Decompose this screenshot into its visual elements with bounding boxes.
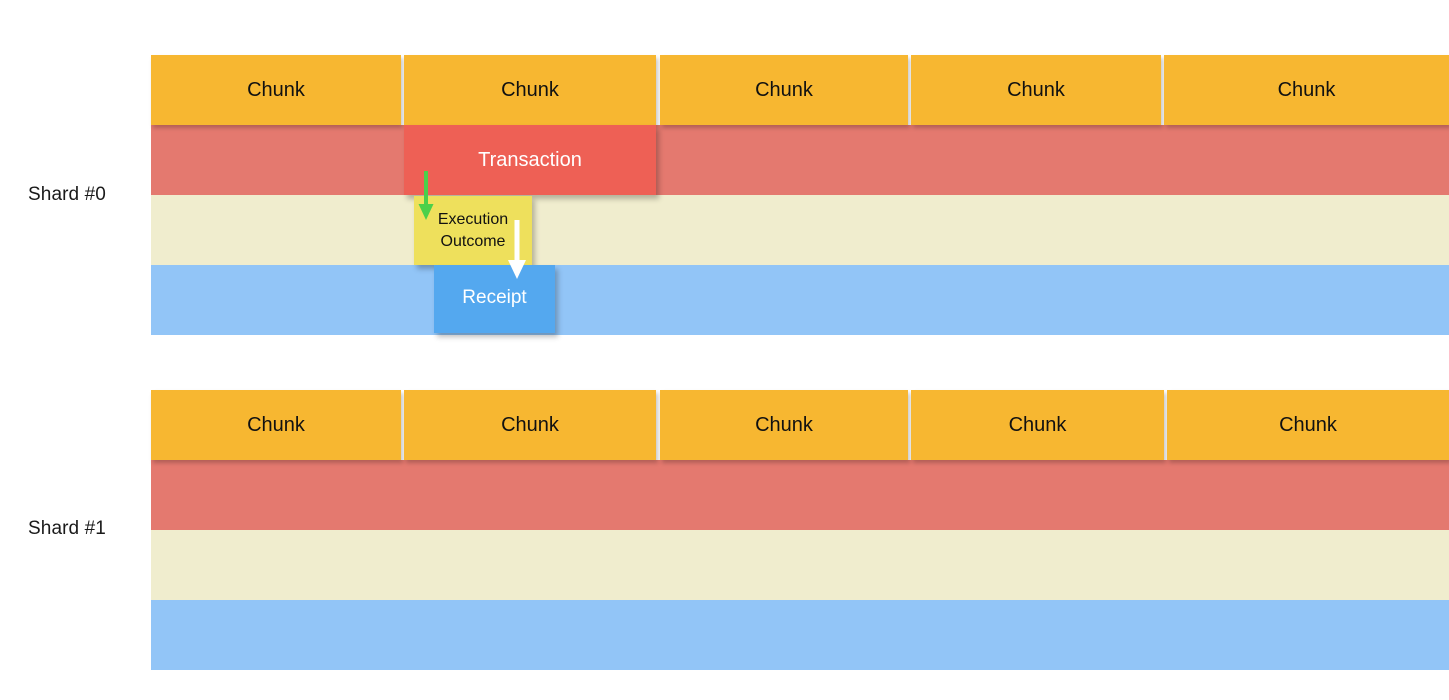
execution-outcome-label: Execution Outcome: [438, 209, 508, 252]
chunk-label: Chunk: [501, 79, 559, 101]
chunk-shard1-3[interactable]: Chunk: [660, 390, 908, 460]
chunk-shard1-2[interactable]: Chunk: [404, 390, 656, 460]
chunk-shard1-1[interactable]: Chunk: [151, 390, 401, 460]
execution-outcome-line1: Execution: [437, 211, 509, 228]
band-receipts-shard1: [151, 600, 1449, 670]
execution-outcome-box[interactable]: Execution Outcome: [414, 196, 532, 265]
chunk-shard0-4[interactable]: Chunk: [911, 55, 1161, 125]
chunk-label: Chunk: [755, 414, 813, 436]
chunk-row-shard1: Chunk Chunk Chunk Chunk Chunk: [151, 390, 1449, 460]
execution-outcome-line2: Outcome: [440, 232, 506, 250]
band-receipts-shard0: [151, 265, 1449, 335]
chunk-label: Chunk: [247, 414, 305, 436]
shard-label-0: Shard #0: [28, 184, 106, 205]
shard-label-1: Shard #1: [28, 518, 106, 539]
band-transactions-shard1: [151, 460, 1449, 530]
band-execution-outcomes-shard1: [151, 530, 1449, 600]
chunk-label: Chunk: [1277, 79, 1336, 101]
chunk-label: Chunk: [501, 414, 559, 436]
chunk-shard0-5[interactable]: Chunk: [1164, 55, 1449, 125]
chunk-shard0-1[interactable]: Chunk: [151, 55, 401, 125]
shard-row-0: Chunk Chunk Chunk Chunk Chunk Transactio…: [151, 55, 1449, 335]
chunk-shard1-5[interactable]: Chunk: [1167, 390, 1449, 460]
chunk-shard1-4[interactable]: Chunk: [911, 390, 1164, 460]
chunk-label: Chunk: [1008, 414, 1067, 436]
receipt-label: Receipt: [462, 287, 527, 308]
chunk-shard0-2[interactable]: Chunk: [404, 55, 656, 125]
arrow-transaction-to-outcome-icon: [418, 171, 434, 220]
transaction-label: Transaction: [478, 148, 582, 171]
chunk-label: Chunk: [247, 79, 305, 101]
chunk-label: Chunk: [1279, 414, 1337, 436]
shard-row-1: Chunk Chunk Chunk Chunk Chunk: [151, 390, 1449, 670]
chunk-row-shard0: Chunk Chunk Chunk Chunk Chunk: [151, 55, 1449, 125]
chunk-shard0-3[interactable]: Chunk: [660, 55, 908, 125]
band-execution-outcomes-shard0: [151, 195, 1449, 265]
chunk-label: Chunk: [1007, 79, 1065, 101]
chunk-label: Chunk: [755, 79, 813, 101]
arrow-outcome-to-receipt-icon: [508, 220, 526, 279]
receipt-box[interactable]: Receipt: [434, 265, 555, 333]
band-transactions-shard0: [151, 125, 1449, 195]
transaction-box[interactable]: Transaction: [404, 125, 656, 195]
